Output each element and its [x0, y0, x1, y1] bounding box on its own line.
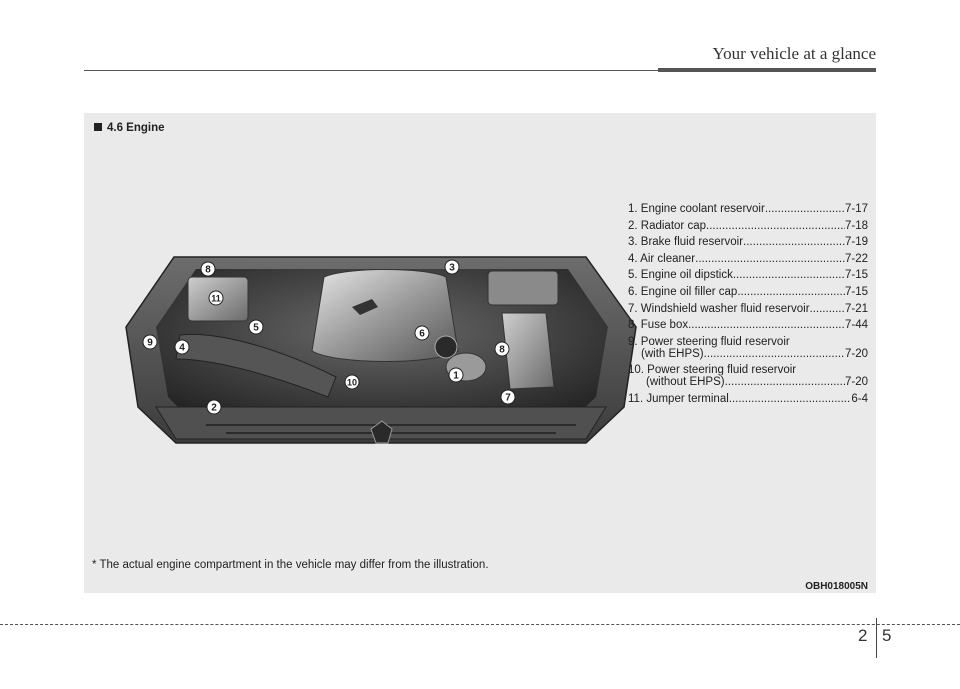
part-page: 7-18	[844, 219, 868, 232]
part-label: 8. Fuse box	[628, 319, 689, 332]
callout-marker: 2	[206, 399, 222, 415]
callout-marker: 5	[248, 319, 264, 335]
callout-label: 11	[211, 294, 221, 304]
page-number-divider	[876, 618, 877, 658]
callout-label: 8	[205, 265, 211, 276]
part-label: 7. Windshield washer fluid reservoir	[628, 302, 810, 315]
list-item: 3. Brake fluid reservoir 7-19	[628, 236, 868, 248]
square-bullet-icon	[94, 123, 102, 131]
list-item: 7. Windshield washer fluid reservoir 7-21	[628, 303, 868, 315]
header-rule	[84, 70, 876, 71]
part-label: 3. Brake fluid reservoir	[628, 236, 744, 249]
part-page: 6-4	[851, 392, 868, 405]
list-item: 6. Engine oil filler cap 7-15	[628, 286, 868, 298]
image-code: OBH018005N	[805, 581, 868, 592]
callout-label: 8	[499, 345, 505, 356]
callout-label: 2	[211, 403, 217, 414]
part-page: 7-20	[844, 347, 868, 360]
part-sublabel: (without EHPS)	[646, 376, 725, 389]
callout-marker: 8	[200, 261, 216, 277]
parts-list: 1. Engine coolant reservoir 7-17 2. Radia…	[628, 203, 868, 410]
engine-compartment-illustration: 1 2 3 4 5 6 7 8 8 9 10 11	[125, 256, 637, 444]
part-page: 7-44	[844, 319, 868, 332]
callout-marker: 3	[444, 259, 460, 275]
header-rule-accent	[658, 68, 876, 72]
callout-label: 5	[253, 323, 259, 334]
list-item: 11. Jumper terminal 6-4	[628, 393, 868, 405]
list-item: 2. Radiator cap 7-18	[628, 220, 868, 232]
list-item: 4. Air cleaner 7-22	[628, 253, 868, 265]
callout-label: 4	[179, 343, 185, 354]
section-title: 4.6 Engine	[94, 122, 165, 134]
callout-label: 6	[419, 329, 425, 340]
callout-label: 10	[347, 378, 357, 388]
list-item: 1. Engine coolant reservoir 7-17	[628, 203, 868, 215]
header-title: Your vehicle at a glance	[712, 44, 877, 63]
part-sublabel: (with EHPS)	[641, 347, 704, 360]
callout-marker: 1	[448, 367, 464, 383]
list-item: 9. Power steering fluid reservoir (with …	[628, 336, 868, 360]
part-label: 5. Engine oil dipstick	[628, 269, 733, 282]
part-label: 6. Engine oil filler cap	[628, 285, 738, 298]
part-label: 1. Engine coolant reservoir	[628, 203, 765, 215]
list-item: 10. Power steering fluid reservoir (with…	[628, 364, 868, 388]
callout-marker: 11	[208, 290, 224, 306]
part-page: 7-22	[844, 252, 868, 265]
callout-label: 3	[449, 263, 455, 274]
list-item: 5. Engine oil dipstick 7-15	[628, 269, 868, 281]
part-page: 7-15	[844, 285, 868, 298]
part-page: 7-21	[844, 302, 868, 315]
callout-label: 1	[453, 371, 459, 382]
part-label: 11. Jumper terminal	[628, 392, 729, 405]
part-page: 7-20	[844, 376, 868, 389]
callout-marker: 6	[414, 325, 430, 341]
callout-marker: 4	[174, 339, 190, 355]
part-page: 7-19	[844, 236, 868, 249]
part-label: 2. Radiator cap	[628, 219, 706, 232]
list-item: 8. Fuse box 7-44	[628, 319, 868, 331]
section-title-text: 4.6 Engine	[107, 122, 165, 134]
bottom-rule	[0, 624, 960, 625]
footnote: * The actual engine compartment in the v…	[92, 559, 489, 571]
part-label: 10. Power steering fluid reservoir	[628, 364, 797, 377]
part-page: 7-15	[844, 269, 868, 282]
callout-label: 7	[505, 393, 511, 404]
callout-marker: 7	[500, 389, 516, 405]
part-page: 7-17	[844, 203, 868, 215]
part-label: 4. Air cleaner	[628, 252, 696, 265]
part-label: 9. Power steering fluid reservoir	[628, 335, 790, 348]
callout-marker: 10	[344, 374, 360, 390]
engine-panel: 4.6 Engine	[84, 113, 876, 593]
callout-marker: 9	[142, 334, 158, 350]
page-number: 5	[882, 626, 892, 645]
chapter-number: 2	[858, 626, 868, 645]
callout-label: 9	[147, 338, 153, 349]
callout-marker: 8	[494, 341, 510, 357]
